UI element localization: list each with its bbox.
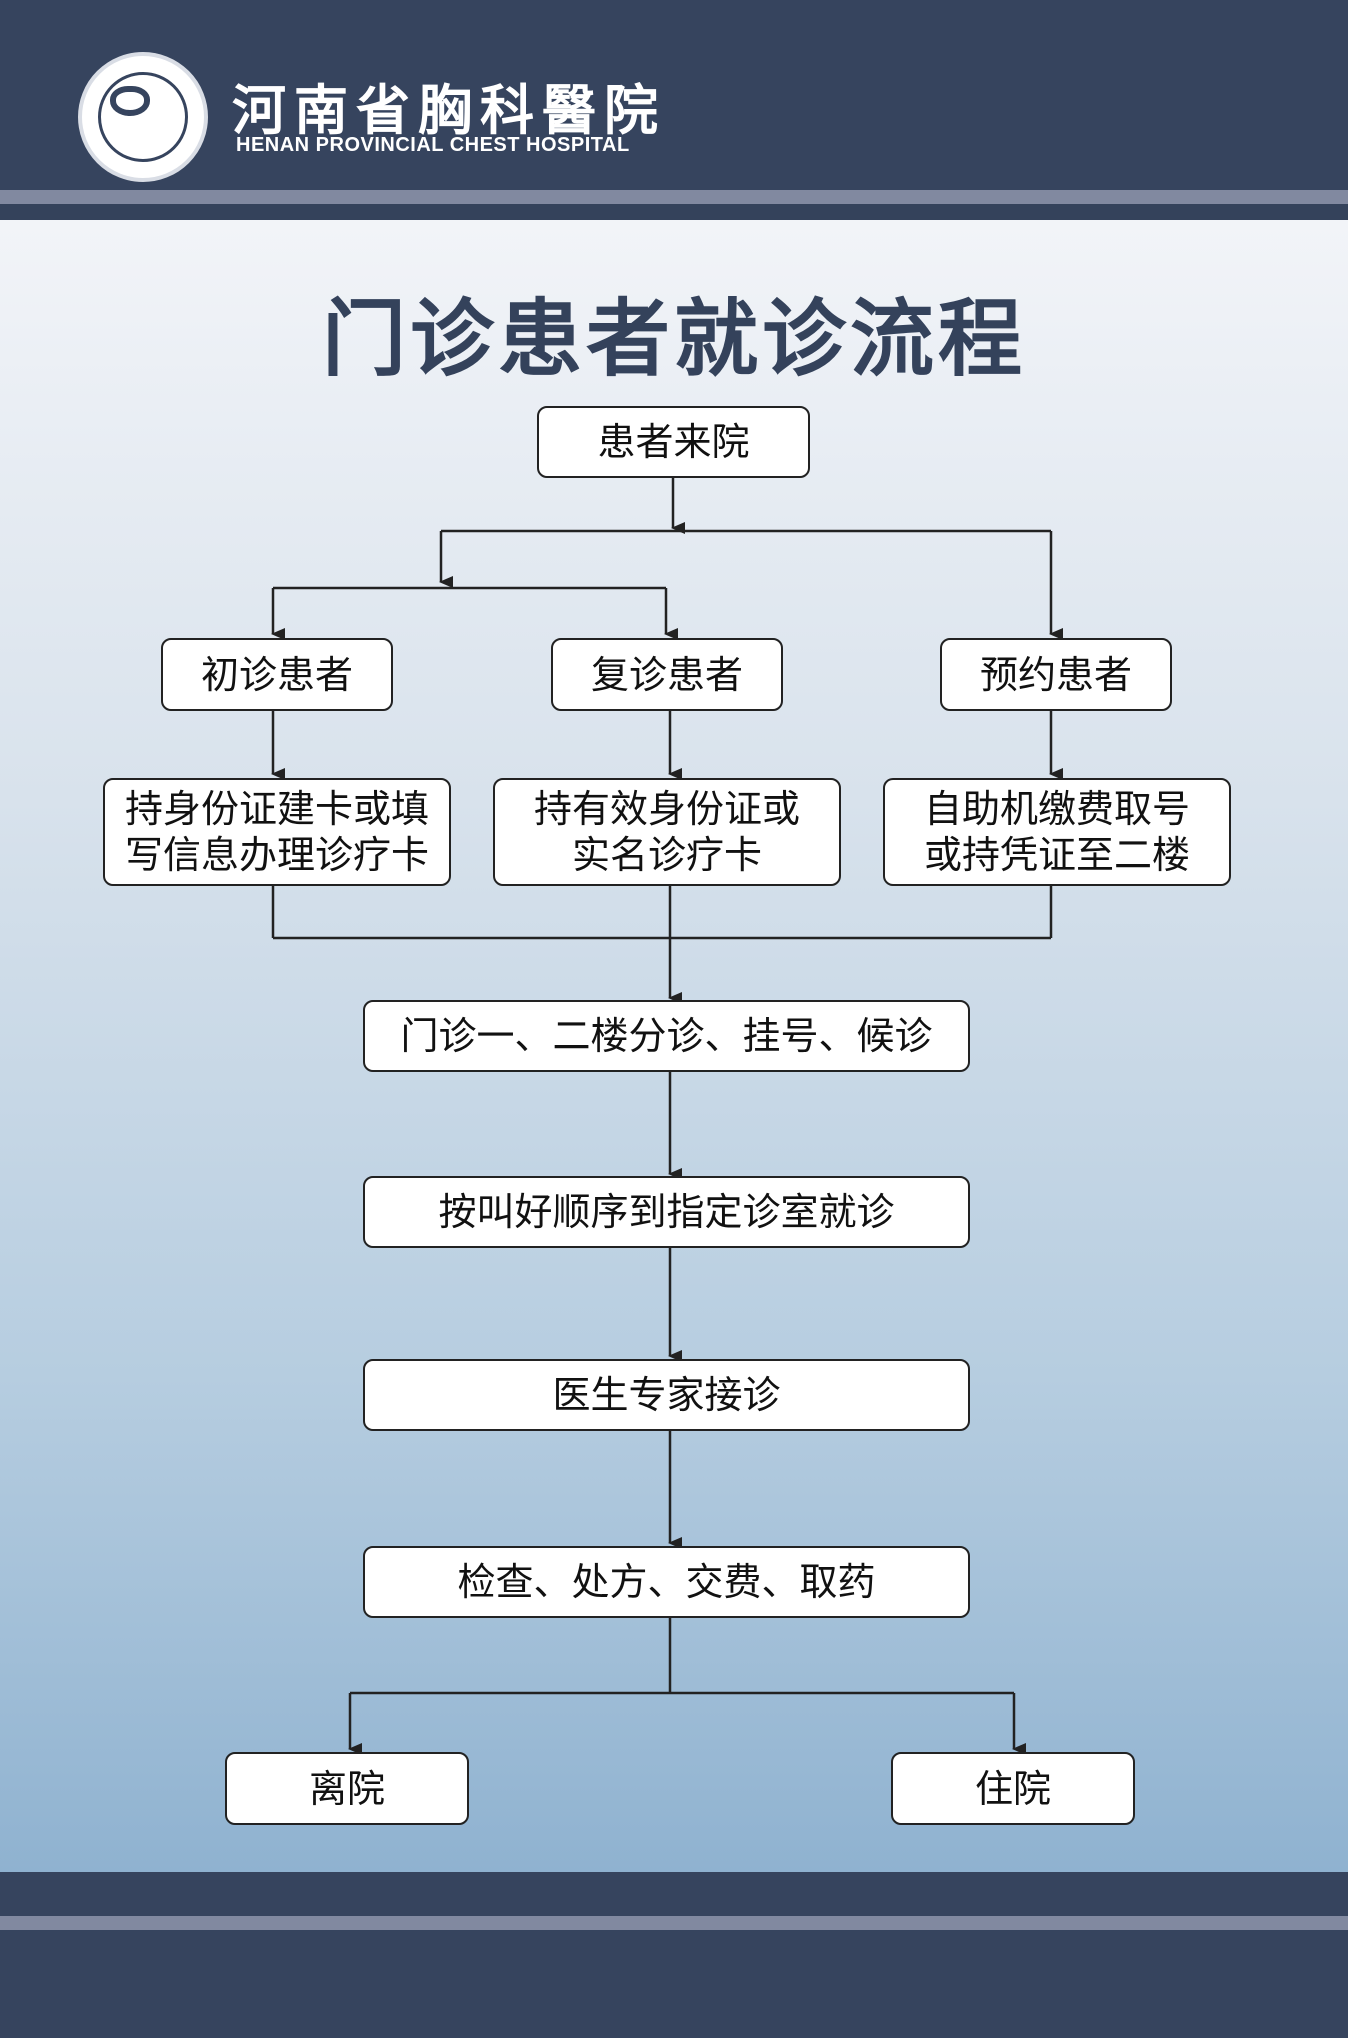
- exam-box: 检查、处方、交费、取药: [363, 1546, 970, 1618]
- header-bar: 河南省胸科醫院 HENAN PROVINCIAL CHEST HOSPITAL: [0, 0, 1348, 204]
- triage-box: 门诊一、二楼分诊、挂号、候诊: [363, 1000, 970, 1072]
- leave-box: 离院: [225, 1752, 469, 1825]
- admit-box: 住院: [891, 1752, 1135, 1825]
- header-stripe: [0, 190, 1348, 204]
- appointment-box: 预约患者: [940, 638, 1172, 711]
- first-visit-step-box: 持身份证建卡或填 写信息办理诊疗卡: [103, 778, 451, 886]
- logo-ring: [98, 72, 188, 162]
- return-visit-step-line1: 持有效身份证或: [533, 787, 800, 831]
- start-box: 患者来院: [537, 406, 810, 478]
- appointment-step-line2: 或持凭证至二楼: [923, 833, 1190, 877]
- hospital-name-en: HENAN PROVINCIAL CHEST HOSPITAL: [236, 134, 630, 156]
- first-visit-box: 初诊患者: [161, 638, 393, 711]
- hospital-name-cn: 河南省胸科醫院: [232, 78, 666, 142]
- appointment-step-box: 自助机缴费取号 或持凭证至二楼: [883, 778, 1231, 886]
- return-visit-step-box: 持有效身份证或 实名诊疗卡: [493, 778, 841, 886]
- logo-mark: [110, 86, 150, 116]
- call-box: 按叫好顺序到指定诊室就诊: [363, 1176, 970, 1248]
- page-title: 门诊患者就诊流程: [321, 290, 1026, 388]
- consult-box: 医生专家接诊: [363, 1359, 970, 1431]
- first-visit-step-line1: 持身份证建卡或填: [124, 787, 429, 831]
- footer-stripe: [0, 1916, 1348, 1930]
- hospital-logo: [78, 52, 208, 182]
- return-visit-box: 复诊患者: [551, 638, 783, 711]
- first-visit-step-line2: 写信息办理诊疗卡: [124, 833, 429, 877]
- footer-bar: [0, 1872, 1348, 2038]
- return-visit-step-line2: 实名诊疗卡: [571, 833, 762, 877]
- appointment-step-line1: 自助机缴费取号: [923, 787, 1190, 831]
